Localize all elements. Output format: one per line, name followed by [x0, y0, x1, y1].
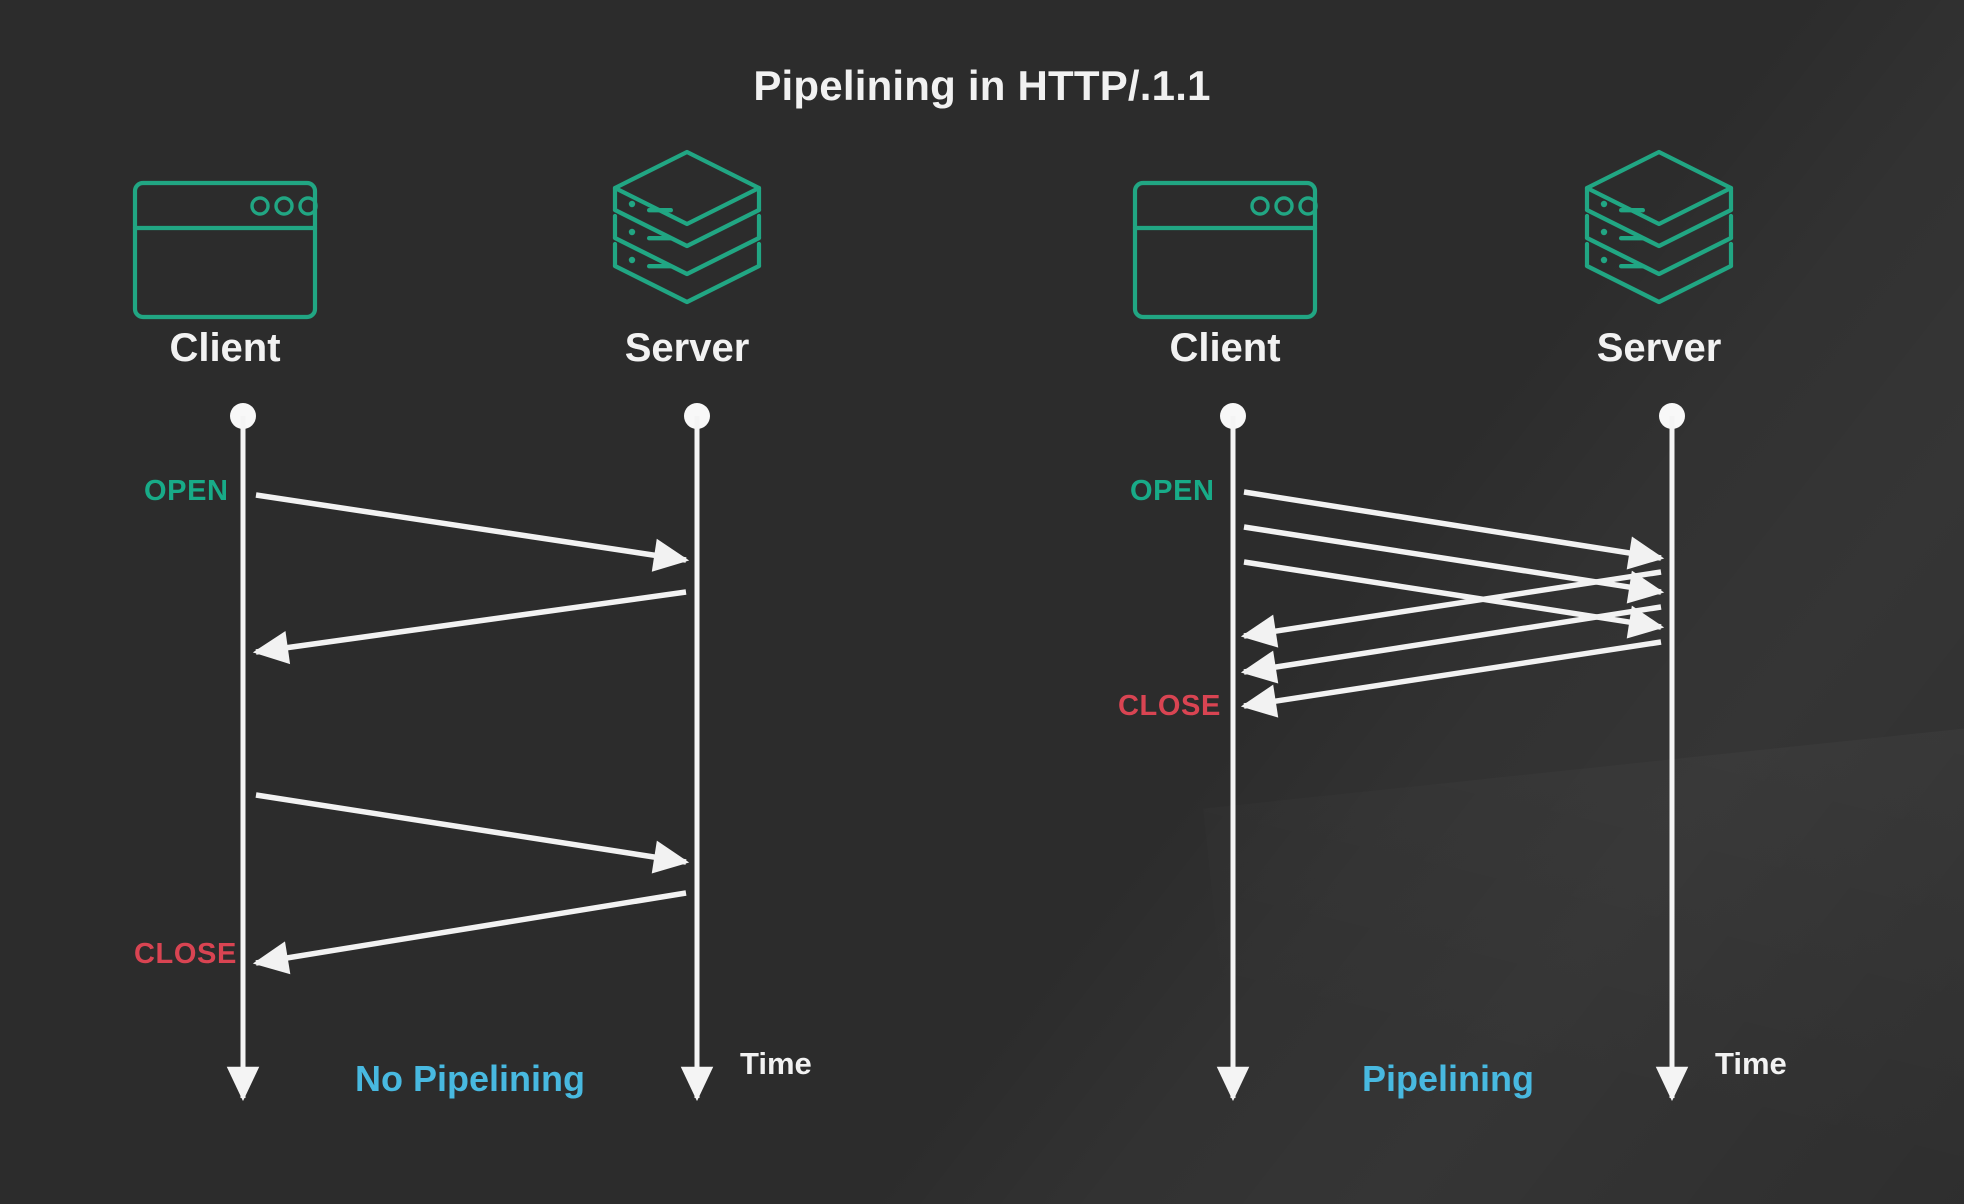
time-axis-label: Time: [1715, 1046, 1787, 1081]
server-stack-icon: [1564, 149, 1754, 320]
browser-window-icon: [1130, 150, 1320, 320]
state-label-close: CLOSE: [134, 938, 237, 970]
server-stack-icon: [592, 149, 782, 320]
message-resp-3: [1240, 639, 1662, 718]
message-resp-2: [252, 890, 687, 975]
page-title: Pipelining in HTTP/.1.1: [753, 62, 1211, 109]
actor-label-client: Client: [169, 326, 281, 370]
actor-label-server: Server: [1596, 326, 1722, 370]
actor-label-client: Client: [1169, 326, 1281, 370]
mode-label-pipelining: Pipelining: [1362, 1058, 1535, 1099]
diagram-no-pipelining: Client: [130, 149, 812, 1102]
sequence-lines-pipelining: [1216, 403, 1689, 1102]
actor-client-no-pipelining: Client: [130, 150, 320, 371]
message-req-1: [1243, 489, 1665, 570]
actor-server-pipelining: Server: [1564, 149, 1754, 371]
actor-server-no-pipelining: Server: [592, 149, 782, 371]
sequence-lines-no-pipelining: [226, 403, 714, 1102]
message-resp-1: [252, 589, 687, 665]
state-label-open: OPEN: [144, 475, 229, 507]
state-label-close: CLOSE: [1118, 690, 1221, 722]
time-axis-label: Time: [740, 1046, 812, 1081]
diagram-pipelining: Client: [982, 0, 1964, 1204]
mode-label-no-pipelining: No Pipelining: [355, 1058, 585, 1099]
message-resp-1: [1240, 569, 1662, 648]
actor-client-pipelining: Client: [1130, 150, 1320, 371]
browser-window-icon: [130, 150, 320, 320]
message-req-2: [255, 792, 690, 874]
actor-label-server: Server: [624, 326, 750, 370]
message-resp-2: [1240, 604, 1662, 684]
message-req-1: [255, 492, 690, 572]
state-label-open: OPEN: [1130, 475, 1215, 507]
